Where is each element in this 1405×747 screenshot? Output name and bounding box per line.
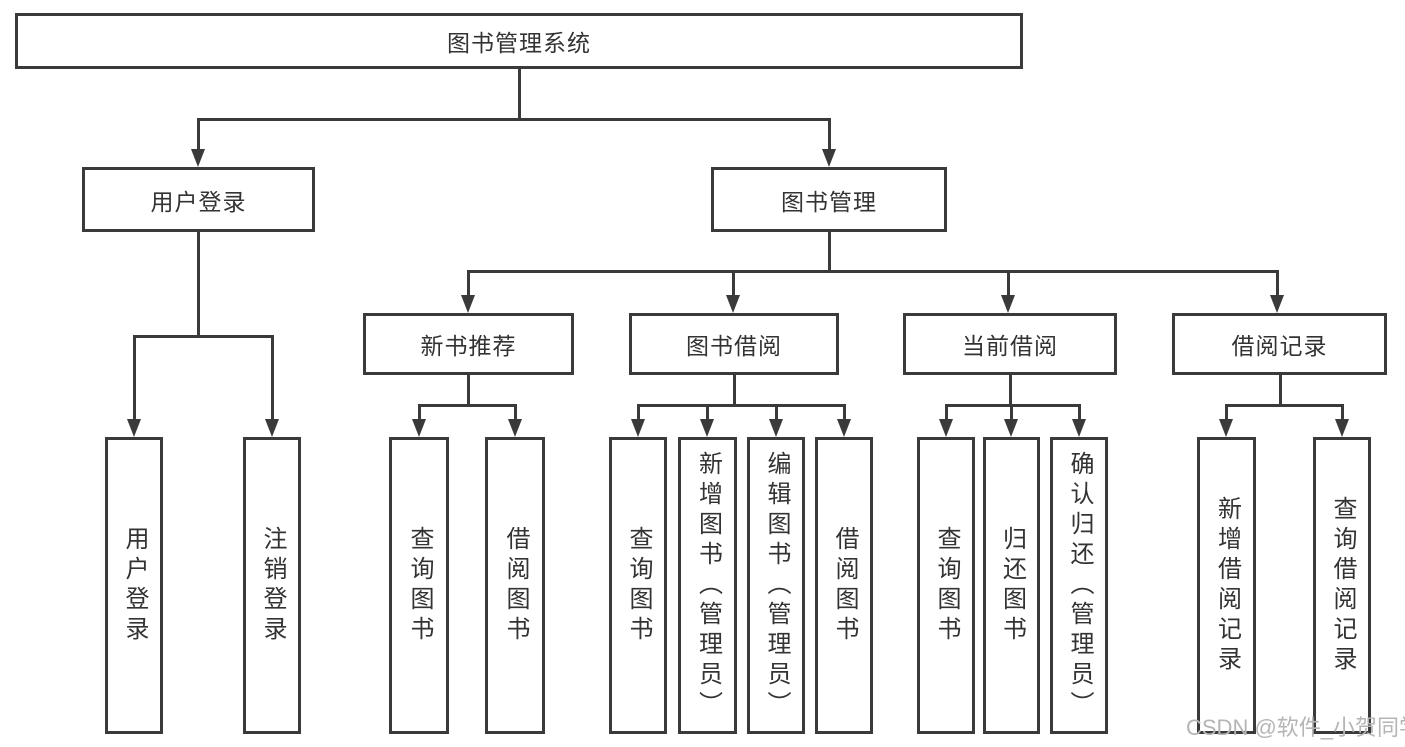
arrowhead bbox=[1219, 419, 1233, 437]
connector-stub bbox=[637, 404, 640, 422]
connector-stub bbox=[467, 270, 470, 297]
leaf-return-books: 归还图书 bbox=[983, 437, 1040, 734]
arrowhead bbox=[1072, 419, 1086, 437]
connector-rail bbox=[1225, 404, 1344, 407]
csdn-watermark: CSDN @软件_小贺同学 bbox=[1186, 715, 1405, 740]
connector-rail bbox=[637, 404, 846, 407]
connector-stub bbox=[1341, 404, 1344, 422]
connector-rail bbox=[418, 404, 517, 407]
arrowhead bbox=[127, 419, 141, 437]
arrowhead bbox=[837, 419, 851, 437]
node-new-book-recommend: 新书推荐 bbox=[363, 313, 574, 375]
connector-level2-rail bbox=[467, 270, 1279, 273]
leaf-confirm-return-admin: 确认归还（管理员） bbox=[1050, 437, 1108, 734]
node-label: 查询图书 bbox=[933, 525, 960, 646]
leaf-query-books-current: 查询图书 bbox=[917, 437, 975, 734]
node-book-management: 图书管理 bbox=[711, 167, 947, 232]
connector-stub bbox=[733, 374, 736, 406]
node-borrow-records: 借阅记录 bbox=[1172, 313, 1387, 375]
node-label: 新书推荐 bbox=[420, 333, 517, 359]
leaf-borrow-books-recommend: 借阅图书 bbox=[485, 437, 545, 734]
arrowhead bbox=[191, 149, 205, 167]
node-label: 用户登录 bbox=[150, 188, 247, 215]
leaf-query-borrow-record: 查询借阅记录 bbox=[1313, 437, 1371, 734]
connector-stub bbox=[1225, 404, 1228, 422]
arrowhead bbox=[726, 295, 740, 313]
leaf-query-books-recommend: 查询图书 bbox=[389, 437, 449, 734]
node-label: 编辑图书（管理员） bbox=[763, 450, 790, 721]
arrowhead bbox=[631, 419, 645, 437]
leaf-add-borrow-record: 新增借阅记录 bbox=[1197, 437, 1256, 734]
connector-stub bbox=[1078, 404, 1081, 422]
connector-stub bbox=[1279, 374, 1282, 406]
arrowhead bbox=[700, 419, 714, 437]
node-label: 新增图书（管理员） bbox=[694, 450, 722, 721]
arrowhead bbox=[1004, 419, 1018, 437]
leaf-query-books-borrow: 查询图书 bbox=[609, 437, 667, 734]
node-book-borrow: 图书借阅 bbox=[629, 313, 839, 375]
connector-rail bbox=[945, 404, 1081, 407]
connector-level1-rail bbox=[197, 118, 830, 121]
connector-stub bbox=[1007, 270, 1010, 297]
connector-book-mgmt-stub bbox=[828, 232, 831, 272]
arrowhead bbox=[412, 419, 426, 437]
leaf-add-book-admin: 新增图书（管理员） bbox=[678, 437, 737, 734]
node-label: 图书借阅 bbox=[686, 333, 782, 359]
connector-stub bbox=[775, 404, 778, 422]
connector-stub bbox=[843, 404, 846, 422]
arrowhead bbox=[265, 419, 279, 437]
connector-stub bbox=[271, 335, 274, 421]
connector-stub bbox=[945, 404, 948, 422]
connector-user-login-stub bbox=[197, 232, 200, 337]
arrowhead bbox=[1270, 295, 1284, 313]
node-label: 当前借阅 bbox=[962, 333, 1058, 359]
leaf-borrow-books: 借阅图书 bbox=[815, 437, 873, 734]
arrowhead bbox=[1001, 295, 1015, 313]
leaf-logout-login: 注销登录 bbox=[243, 437, 301, 734]
connector-stub bbox=[418, 404, 421, 422]
leaf-user-login: 用户登录 bbox=[105, 437, 163, 734]
node-label: 图书管理系统 bbox=[447, 30, 591, 56]
connector-stub bbox=[467, 374, 470, 406]
arrowhead bbox=[939, 419, 953, 437]
connector-stub bbox=[133, 335, 136, 421]
arrowhead bbox=[508, 419, 522, 437]
connector-root-stub bbox=[518, 68, 521, 120]
connector-stub bbox=[197, 118, 200, 151]
connector-stub bbox=[1276, 270, 1279, 297]
leaf-edit-book-admin: 编辑图书（管理员） bbox=[747, 437, 805, 734]
arrowhead bbox=[769, 419, 783, 437]
connector-stub bbox=[1010, 404, 1013, 422]
node-label: 借阅图书 bbox=[831, 525, 858, 646]
node-label: 借阅图书 bbox=[502, 525, 529, 646]
node-label: 查询借阅记录 bbox=[1329, 495, 1356, 676]
node-label: 确认归还（管理员） bbox=[1066, 450, 1093, 721]
connector-stub bbox=[1009, 374, 1012, 406]
connector-user-login-rail bbox=[133, 335, 274, 338]
connector-stub bbox=[706, 404, 709, 422]
node-label: 用户登录 bbox=[121, 525, 148, 646]
node-label: 图书管理 bbox=[781, 188, 877, 215]
arrowhead bbox=[1335, 419, 1349, 437]
node-library-system: 图书管理系统 bbox=[15, 13, 1023, 69]
node-label: 归还图书 bbox=[998, 525, 1026, 646]
node-current-borrow: 当前借阅 bbox=[903, 313, 1117, 375]
node-user-login: 用户登录 bbox=[82, 167, 315, 232]
node-label: 新增借阅记录 bbox=[1213, 495, 1241, 676]
node-label: 查询图书 bbox=[406, 525, 433, 646]
node-label: 注销登录 bbox=[259, 525, 286, 646]
connector-stub bbox=[732, 270, 735, 297]
connector-stub bbox=[514, 404, 517, 422]
node-label: 借阅记录 bbox=[1231, 333, 1328, 359]
connector-stub bbox=[828, 118, 831, 151]
arrowhead bbox=[461, 295, 475, 313]
node-label: 查询图书 bbox=[625, 525, 652, 646]
arrowhead bbox=[822, 149, 836, 167]
